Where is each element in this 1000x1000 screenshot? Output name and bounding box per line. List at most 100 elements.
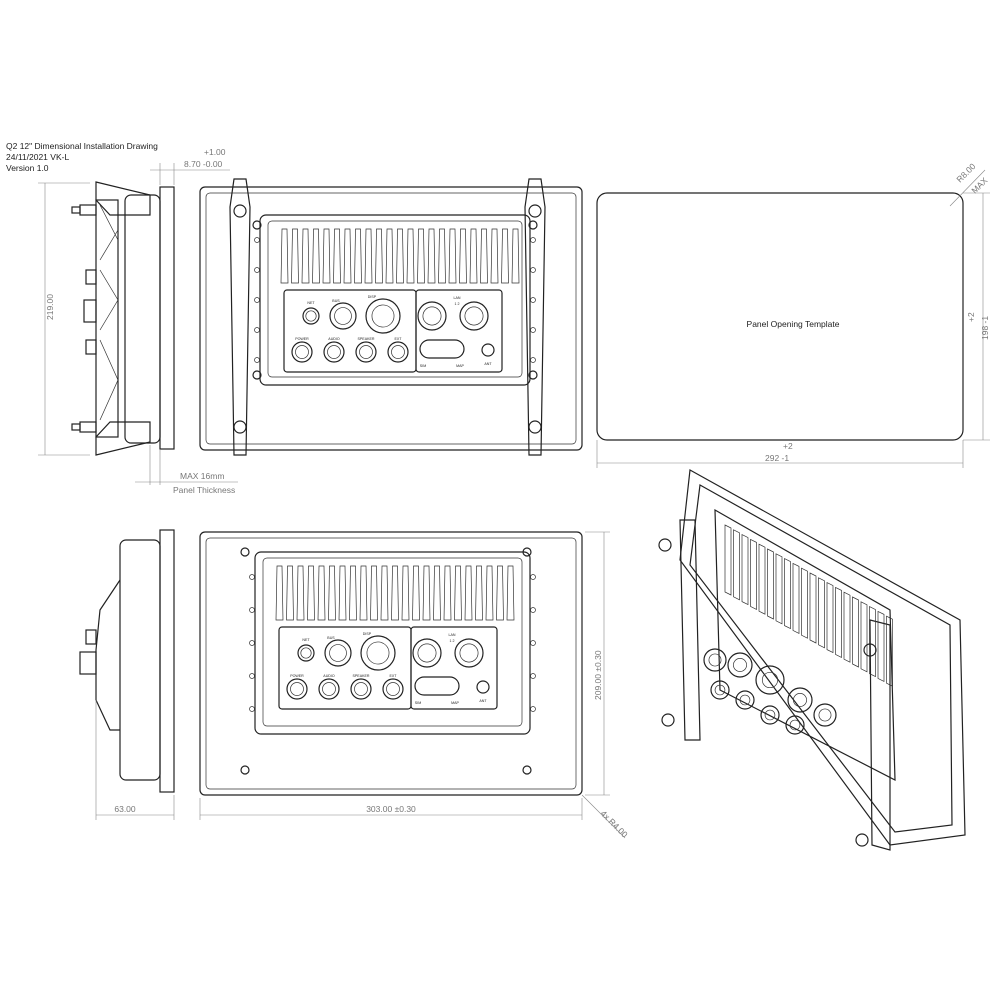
heatsink-fin <box>433 565 441 621</box>
heatsink-fin <box>296 565 305 621</box>
heatsink-fin <box>443 565 452 621</box>
template-width: 292 -1 <box>765 453 789 463</box>
heatsink-fin <box>401 565 410 621</box>
iso-connector-inner <box>708 653 722 667</box>
heatsink-fin <box>511 228 520 284</box>
connector-label-lan: LAN <box>454 296 461 300</box>
heatsink-fin <box>370 565 378 621</box>
housing-screw <box>249 706 255 712</box>
iso-connector-inner <box>793 693 807 707</box>
heatsink-fin <box>280 228 289 284</box>
iso-connector-inner <box>714 684 726 696</box>
iso-connector-inner <box>789 719 801 731</box>
height-tolerance: +2 <box>966 312 976 322</box>
lan1-connector <box>417 301 447 331</box>
drawing-version: Version 1.0 <box>6 163 49 173</box>
heatsink-fin <box>349 565 357 621</box>
housing-screw <box>530 237 536 243</box>
audio-connector <box>318 678 340 700</box>
lan2-connector-inner <box>459 643 479 663</box>
panel-opening-template: Panel Opening Template R8.00 MAX +2 198 … <box>596 161 990 468</box>
bus-connector <box>324 639 352 667</box>
power-connector <box>286 678 308 700</box>
heatsink-fin <box>380 565 389 621</box>
iso-connector <box>760 705 780 725</box>
iso-connector <box>710 680 730 700</box>
housing-screw <box>530 574 536 580</box>
heatsink-fin <box>501 228 509 284</box>
iso-connector <box>813 703 837 727</box>
heatsink-fin <box>385 228 394 284</box>
template-height: 198 -1 <box>980 316 990 340</box>
iso-connector-inner <box>733 658 747 672</box>
heatsink-fin <box>322 228 331 284</box>
iso-heatsink-fin <box>801 567 808 639</box>
iso-thumb-screw <box>855 833 869 847</box>
connector-label-ant: ANT <box>484 362 492 366</box>
iso-connector-inner <box>739 694 751 706</box>
connector-label-lan_ports: 1 2 <box>455 302 460 306</box>
connector-panel-left <box>278 626 412 710</box>
connector-label-speaker: SPEAKER <box>353 674 370 678</box>
iso-connector-inner <box>761 671 779 689</box>
audio-connector-inner <box>322 682 336 696</box>
speaker-connector <box>355 341 377 363</box>
housing-screw <box>249 607 255 613</box>
disp-connector <box>360 635 396 671</box>
bracket-depth-dimension: 8.70 -0.00 <box>184 159 223 169</box>
connector-label-power: POWER <box>290 674 304 678</box>
iso-connector <box>735 690 755 710</box>
bezel-outline <box>199 186 583 451</box>
heatsink-fin <box>406 228 415 284</box>
panel-thickness-label: Panel Thickness <box>173 485 235 495</box>
housing-screw <box>254 297 260 303</box>
iso-heatsink-fin <box>792 562 800 634</box>
iso-connector <box>727 652 753 678</box>
heatsink-fin <box>301 228 310 284</box>
connector-panel-right <box>410 626 498 710</box>
iso-heatsink-fin <box>877 610 885 682</box>
housing-screw <box>530 327 536 333</box>
housing-screw <box>249 673 255 679</box>
mounting-screw <box>240 765 250 775</box>
iso-heatsink-fin <box>784 558 791 630</box>
heatsink-fin <box>454 565 462 621</box>
iso-connector <box>787 687 813 713</box>
thumb-screw-knob <box>233 420 247 434</box>
net-connector-inner <box>305 310 317 322</box>
connector-panel-right <box>415 289 503 373</box>
ext-connector <box>387 341 409 363</box>
heatsink-fin <box>422 565 431 621</box>
iso-heatsink-fin <box>741 534 749 606</box>
depth-dimension: 63.00 <box>114 804 136 814</box>
heatsink-fin <box>286 565 294 621</box>
heatsink-fin <box>490 228 499 284</box>
heatsink-fin <box>312 228 320 284</box>
side-view-top: 219.00 +1.00 8.70 -0.00 MAX 16mm Panel T… <box>38 147 238 495</box>
corner-radius: 4x R4.00 <box>599 808 630 839</box>
housing-screw <box>530 297 536 303</box>
sim-map-slot <box>419 339 465 359</box>
ext-connector-inner <box>391 345 405 359</box>
heatsink-fin <box>343 228 352 284</box>
heatsink-fin <box>438 228 446 284</box>
housing-screw <box>254 327 260 333</box>
connector-label-net: NET <box>307 301 315 305</box>
disp-connector-inner <box>371 304 395 328</box>
housing-screw <box>249 574 255 580</box>
bus-connector-inner <box>334 307 352 325</box>
iso-heatsink-fin <box>852 596 859 668</box>
height-dimension: 219.00 <box>45 294 55 320</box>
disp-connector-inner <box>366 641 390 665</box>
iso-heatsink-fin <box>724 524 732 596</box>
net-connector <box>297 644 315 662</box>
iso-heatsink-fin <box>809 572 817 644</box>
connector-label-bus: BUS <box>332 299 340 303</box>
iso-connector-inner <box>764 709 776 721</box>
iso-heatsink-fin <box>775 553 783 625</box>
ext-connector <box>382 678 404 700</box>
iso-connector-inner <box>818 708 832 722</box>
housing-screw <box>254 237 260 243</box>
